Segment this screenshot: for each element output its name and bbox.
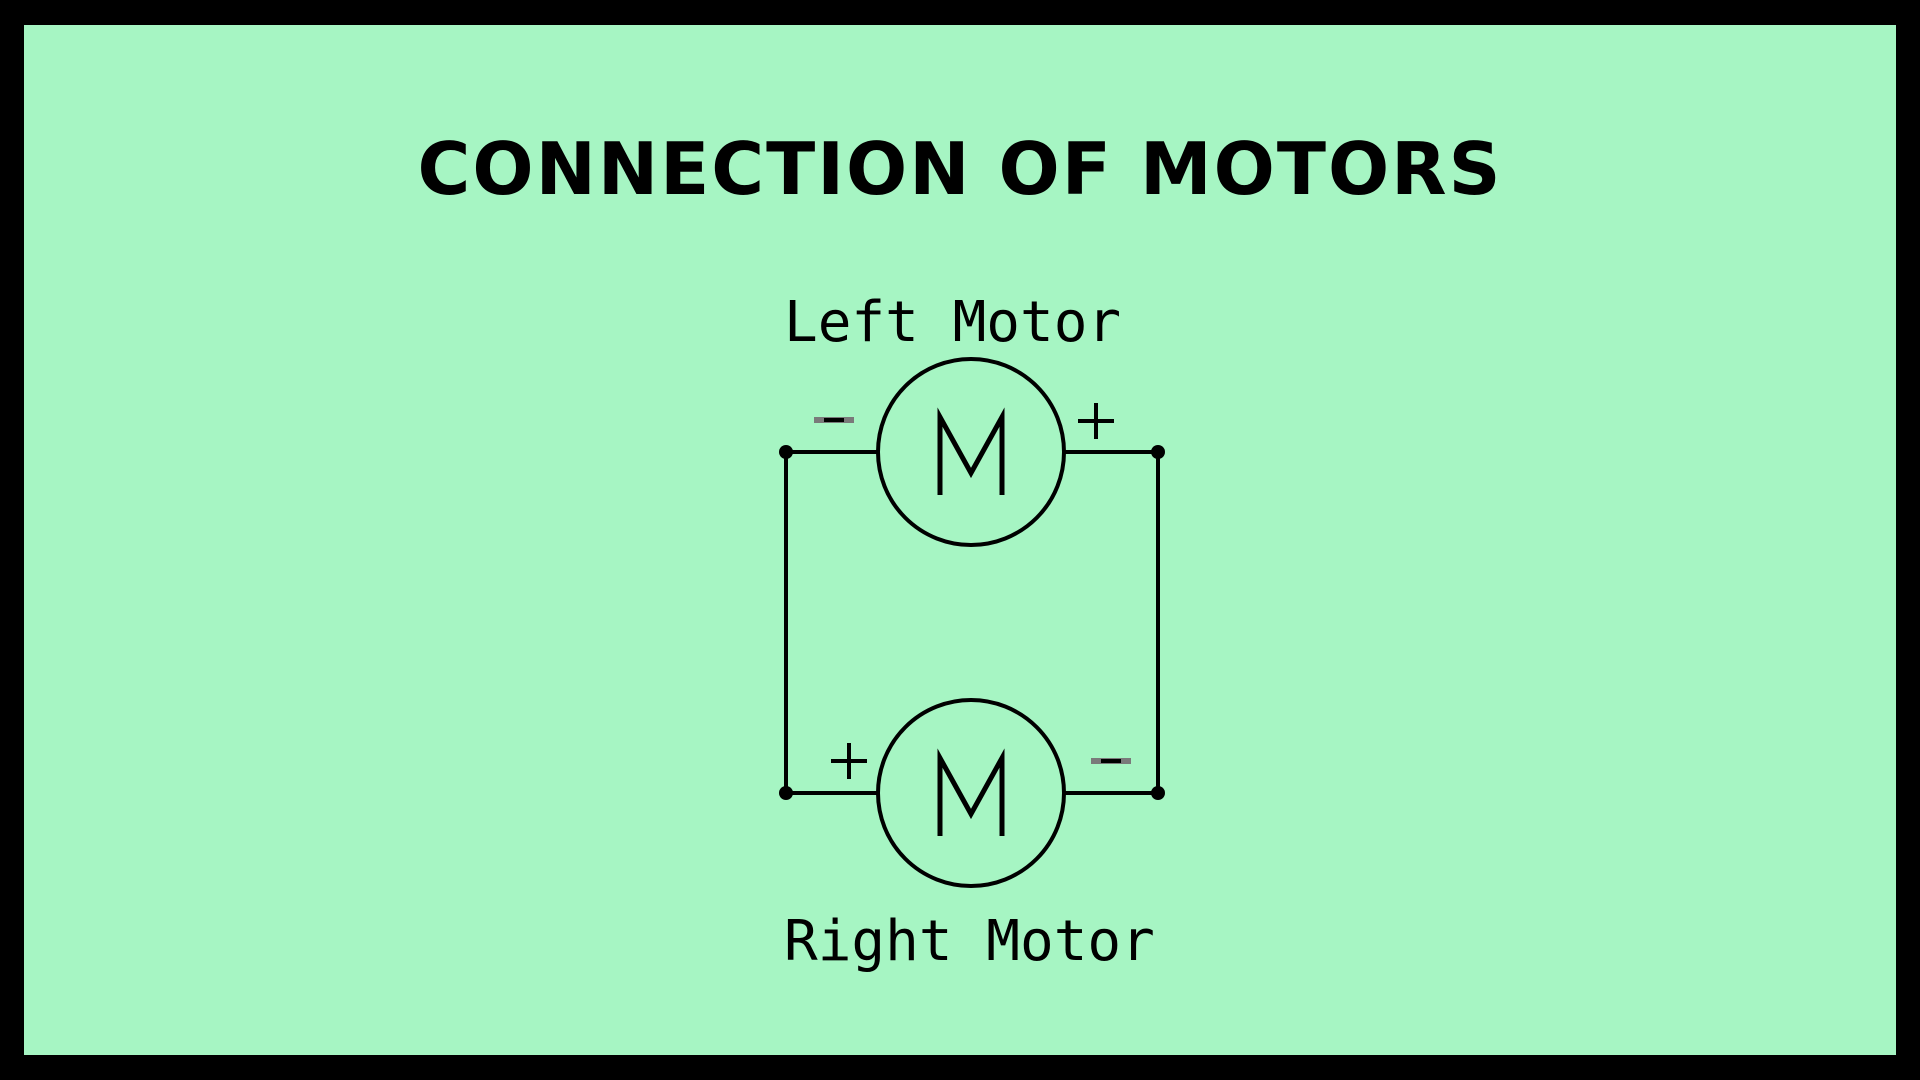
diagram-canvas: CONNECTION OF MOTORS Left Motor [24,25,1896,1055]
left-motor-label: Left Motor [784,290,1121,355]
motor-circle [876,357,1066,547]
motor-circle [876,698,1066,888]
junction-dot [1151,445,1165,459]
right-motor-symbol [876,698,1066,888]
left-motor-plus-terminal [1078,403,1114,439]
junction-dot [1151,786,1165,800]
motor-schematic: Left Motor [779,290,1165,974]
left-motor-symbol [876,357,1066,547]
motor-m-glyph [937,748,1005,836]
right-motor-plus-terminal [831,743,867,779]
diagram-title: CONNECTION OF MOTORS [417,127,1503,211]
junction-dot [779,786,793,800]
right-motor-label: Right Motor [784,909,1155,974]
junction-dot [779,445,793,459]
motor-m-glyph [937,407,1005,495]
